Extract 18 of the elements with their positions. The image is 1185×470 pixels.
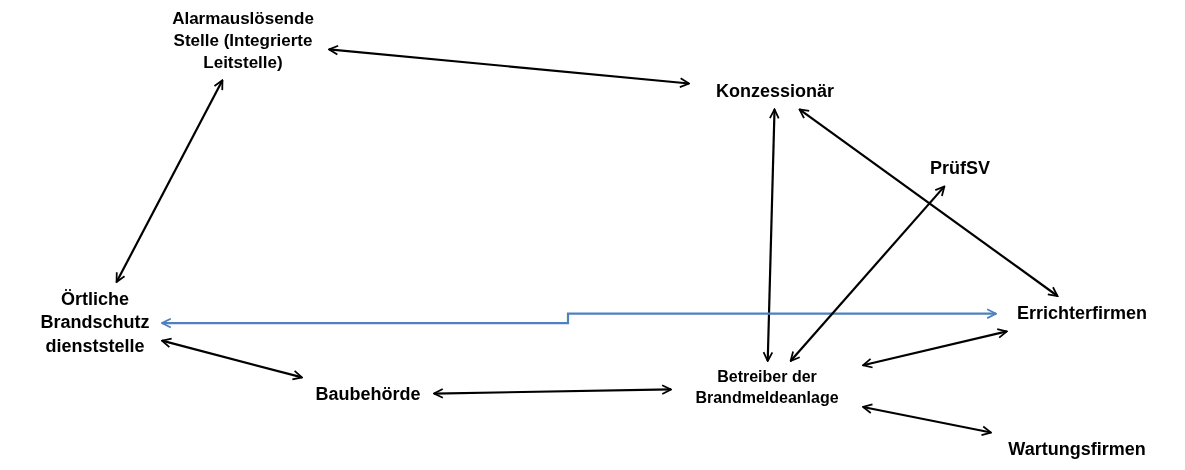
arrow bbox=[762, 108, 780, 362]
arrow bbox=[328, 44, 690, 88]
node-label: Wartungsfirmen bbox=[1007, 438, 1147, 461]
node-label: PrüfSV bbox=[929, 157, 991, 180]
arrow bbox=[161, 337, 303, 381]
node-label: Betreiber der Brandmeldeanlage bbox=[694, 367, 840, 408]
node-label: Alarmauslösende Stelle (Integrierte Leitstelle) bbox=[171, 8, 315, 75]
arrow bbox=[862, 403, 992, 436]
arrow bbox=[789, 185, 946, 362]
arrow bbox=[161, 308, 997, 329]
arrow bbox=[115, 79, 224, 283]
node-label: Baubehörde bbox=[314, 383, 422, 406]
node-label: Örtliche Brandschutz dienststelle bbox=[39, 288, 151, 358]
arrow bbox=[862, 328, 1008, 369]
arrow bbox=[798, 108, 1059, 297]
arrow bbox=[433, 384, 672, 399]
node-label: Errichterfirmen bbox=[1015, 302, 1148, 325]
node-label: Konzessionär bbox=[715, 80, 835, 103]
